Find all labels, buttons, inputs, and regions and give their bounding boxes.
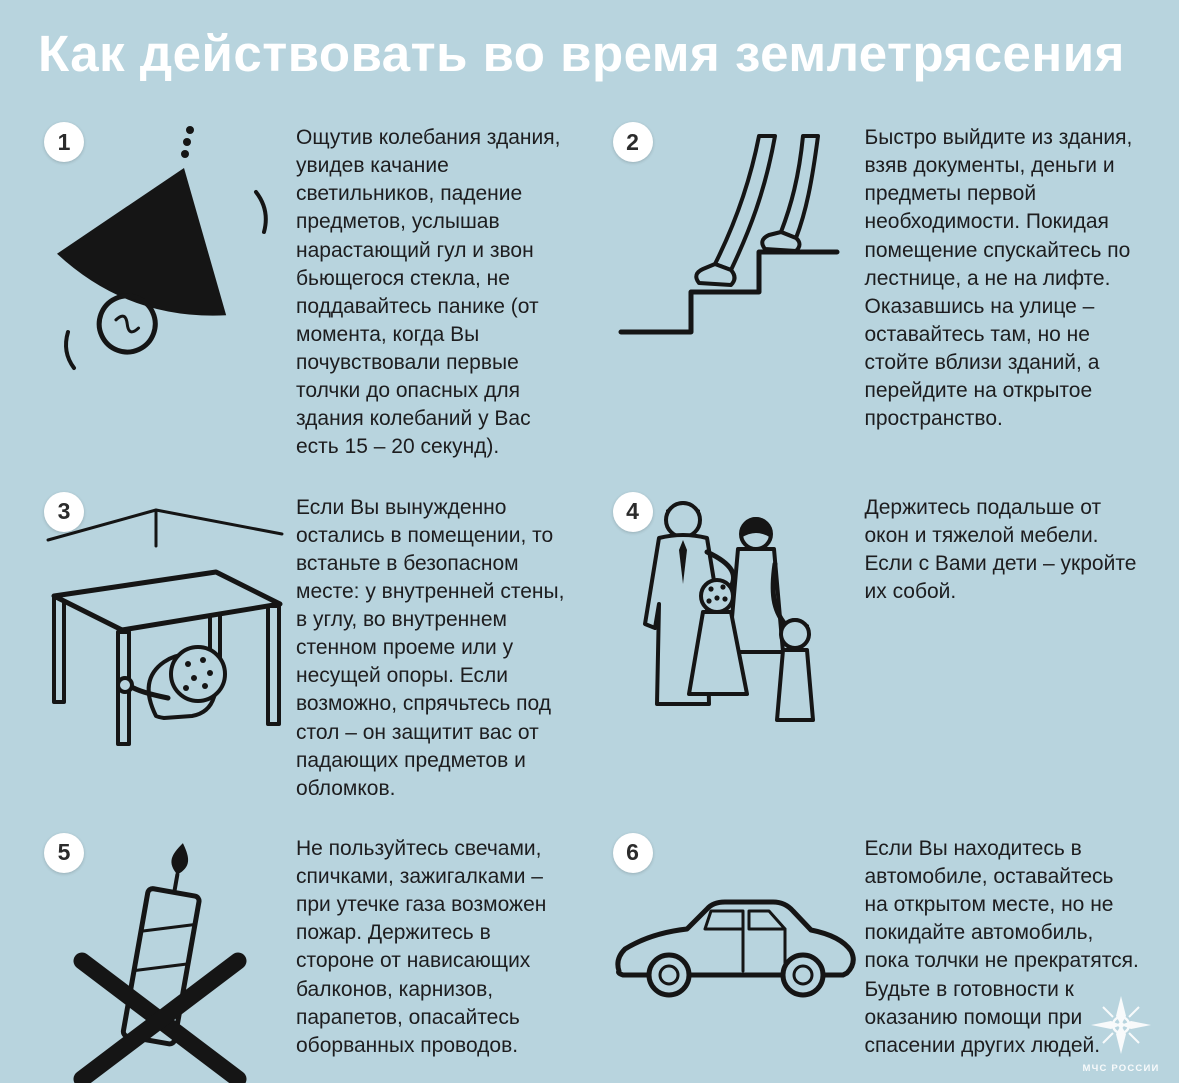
step-1-figure: 1 (38, 122, 280, 462)
step-text: Ощутив колебания здания, увидев качание … (296, 126, 561, 459)
step-text: Если Вы находитесь в автомобиле, оставай… (864, 836, 1139, 1057)
step-6-figure: 6 (607, 832, 856, 1083)
family-illustration (642, 500, 815, 722)
page-title: Как действовать во время землетрясения (38, 25, 1125, 82)
no-open-flame-illustration (73, 843, 247, 1083)
step-2-figure: 2 (607, 122, 849, 462)
step-number-badge: 5 (44, 832, 84, 873)
mchs-emblem-icon (1091, 996, 1151, 1054)
step-text: Если Вы вынужденно остались в помещении,… (296, 495, 565, 800)
step-4-figure: 4 (607, 491, 849, 803)
table-shelter-illustration (46, 508, 284, 746)
step-5-figure: 5 (38, 832, 280, 1083)
swinging-lamp-illustration (57, 126, 268, 371)
stairs-illustration (618, 134, 839, 335)
step-number-badge: 2 (612, 122, 653, 163)
step-number-badge: 4 (612, 491, 653, 532)
step-item-4: 4 (607, 491, 1142, 803)
step-text: Не пользуйтесь свечами, спичками, зажига… (296, 836, 547, 1057)
mchs-logo-text: МЧС РОССИИ (1082, 1063, 1160, 1074)
mchs-logo: МЧС РОССИИ (1079, 996, 1163, 1074)
step-item-3: 3 (38, 491, 573, 803)
step-item-2: 2 Быстро выйдите из здания, взяв докумен… (607, 122, 1142, 462)
step-text: Держитесь подальше от окон и тяжелой меб… (864, 495, 1137, 603)
step-number-badge: 6 (612, 832, 653, 873)
step-3-figure: 3 (38, 491, 284, 803)
step-number-badge: 3 (44, 491, 84, 532)
step-item-1: 1 Ощутив колебания здания, увидев качани… (38, 122, 573, 462)
step-item-5: 5 Не пользуйтесь свечами, спичками, зажи… (38, 832, 573, 1083)
car-illustration (614, 899, 856, 998)
steps-grid: 1 Ощутив колебания здания, увидев качани… (38, 122, 1141, 1083)
step-text: Быстро выйдите из здания, взяв документы… (864, 126, 1133, 431)
step-number-badge: 1 (44, 122, 84, 163)
step-item-6: 6 Если Вы находитесь в автомобиле, остав… (607, 832, 1142, 1083)
